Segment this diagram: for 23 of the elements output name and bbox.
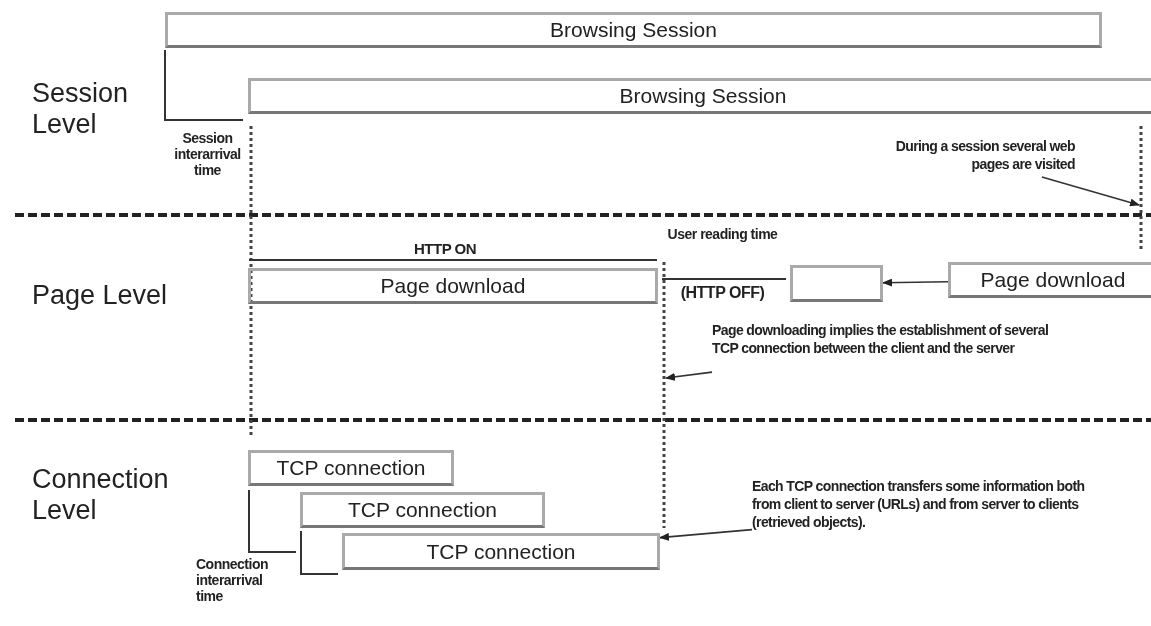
dimension-label: (HTTP OFF) <box>679 284 766 303</box>
leader-arrow <box>1041 176 1140 207</box>
dimension-label: Session interarrival time <box>173 130 242 179</box>
dimension-label: Connection interarrival time <box>196 556 269 605</box>
arrow <box>882 278 949 287</box>
empty-box <box>790 265 883 302</box>
level-label: Page Level <box>32 280 169 312</box>
level-label: Connection Level <box>32 464 170 527</box>
leader-arrow <box>665 371 713 381</box>
connection-bar: TCP connection <box>248 450 454 486</box>
connection-bar: TCP connection <box>300 492 545 528</box>
arrow <box>659 528 753 541</box>
level-label: Session Level <box>32 78 130 141</box>
dimension-label: HTTP ON <box>412 240 478 258</box>
download-bar: Page download <box>248 268 658 304</box>
session-bar: Browsing Session <box>248 78 1151 114</box>
annotation-text: Page downloading implies the establishment of several TCP connection between the client and the server <box>712 321 1072 377</box>
session-bar: Browsing Session <box>165 12 1102 48</box>
dimension-label: User reading time <box>666 226 779 243</box>
download-bar: Page download <box>948 262 1151 298</box>
annotation-text: Each TCP connection transfers some information both from client to server (URLs) and from server to clients (retrieved objects). <box>752 477 1087 553</box>
annotation-text: During a session several web pages are visited <box>870 137 1075 177</box>
connection-bar: TCP connection <box>342 533 660 570</box>
